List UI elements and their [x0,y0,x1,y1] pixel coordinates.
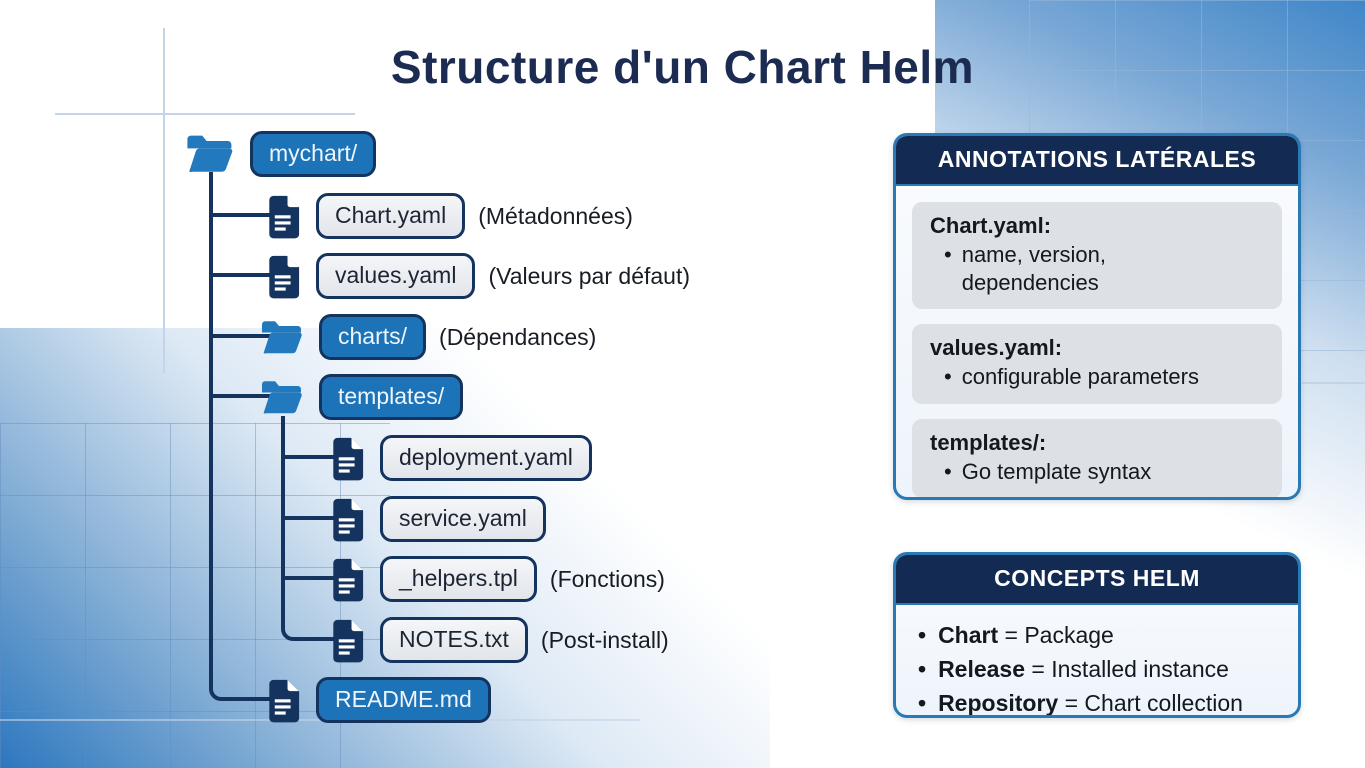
folder-icon [261,320,302,353]
panel-concepts-title: CONCEPTS HELM [896,555,1298,605]
tree-node-values-yaml: values.yaml (Valeurs par défaut) [266,253,690,299]
tree-label-mychart: mychart/ [250,131,377,177]
tree-trunk-main [209,172,271,701]
tree-label-charts: charts/ [319,314,427,360]
tree-branch [281,576,343,580]
file-icon [333,437,364,480]
file-icon [269,255,300,298]
annotation-card-templates: templates/: Go template syntax [912,418,1282,497]
concept-term: Chart [938,622,999,648]
panel-annotations-title: ANNOTATIONS LATÉRALES [896,136,1298,186]
card-bullet: name, version, dependencies [961,242,1106,295]
decorative-line [1302,382,1365,384]
concept-item-chart: Chart = Package [918,618,1276,652]
annotation-card-values-yaml: values.yaml: configurable parameters [912,324,1282,404]
tree-branch [209,394,275,398]
annotation-card-chart-yaml: Chart.yaml: name, version, dependencies [912,202,1282,309]
tree-label-helpers-tpl: _helpers.tpl [380,556,537,602]
tree-branch [209,213,275,217]
tree-branch [281,516,343,520]
card-heading: Chart.yaml: [930,213,1052,238]
tree-node-templates: templates/ [258,374,464,420]
tree-node-mychart: mychart/ [183,131,377,177]
tree-node-helpers-tpl: _helpers.tpl (Fonctions) [330,556,665,602]
file-icon [333,498,364,541]
concept-item-release: Release = Installed instance [918,652,1276,686]
panel-concepts-helm: CONCEPTS HELM Chart = Package Release = … [893,552,1301,718]
concept-definition: = Installed instance [1031,656,1229,683]
concept-term: Release [938,656,1026,683]
tree-annotation-values-yaml: (Valeurs par défaut) [488,262,691,289]
page-title: Structure d'un Chart Helm [390,41,975,93]
concept-item-repository: Repository = Chart collection [918,686,1276,717]
card-heading: templates/: [930,429,1047,455]
tree-label-chart-yaml: Chart.yaml [316,193,466,239]
tree-trunk-templates [281,416,339,641]
tree-label-service-yaml: service.yaml [380,496,546,542]
file-icon [333,619,364,662]
concept-definition: = Chart collection [1064,690,1243,717]
card-bullet: Go template syntax [961,458,1152,484]
tree-node-chart-yaml: Chart.yaml (Métadonnées) [266,193,633,239]
tree-branch [209,273,275,277]
file-icon [269,679,300,722]
tree-label-deployment-yaml: deployment.yaml [380,435,592,481]
card-heading: values.yaml: [930,335,1063,360]
tree-label-readme-md: README.md [316,677,491,723]
tree-annotation-charts: (Dépendances) [439,323,597,350]
card-bullet: configurable parameters [961,364,1199,389]
file-icon [269,195,300,238]
tree-label-notes-txt: NOTES.txt [380,617,528,663]
file-icon [333,558,364,601]
tree-branch [281,455,343,459]
tree-node-readme-md: README.md [266,677,491,723]
tree-node-deployment-yaml: deployment.yaml [330,435,592,481]
tree-branch [209,334,275,338]
concept-definition: = Package [1004,622,1114,648]
tree-node-charts: charts/ (Dépendances) [258,314,596,360]
tree-node-service-yaml: service.yaml [330,496,546,542]
tree-node-notes-txt: NOTES.txt (Post-install) [330,617,669,663]
concept-term: Repository [938,690,1059,717]
tree-label-templates: templates/ [319,374,464,420]
tree-label-values-yaml: values.yaml [316,253,476,299]
decorative-line [55,113,355,115]
folder-icon [261,380,302,413]
tree-annotation-chart-yaml: (Métadonnées) [478,202,633,229]
folder-icon [187,135,233,172]
tree-annotation-notes-txt: (Post-install) [540,626,669,653]
tree-annotation-helpers-tpl: (Fonctions) [549,565,665,592]
panel-annotations-laterales: ANNOTATIONS LATÉRALES Chart.yaml: name, … [893,133,1301,500]
